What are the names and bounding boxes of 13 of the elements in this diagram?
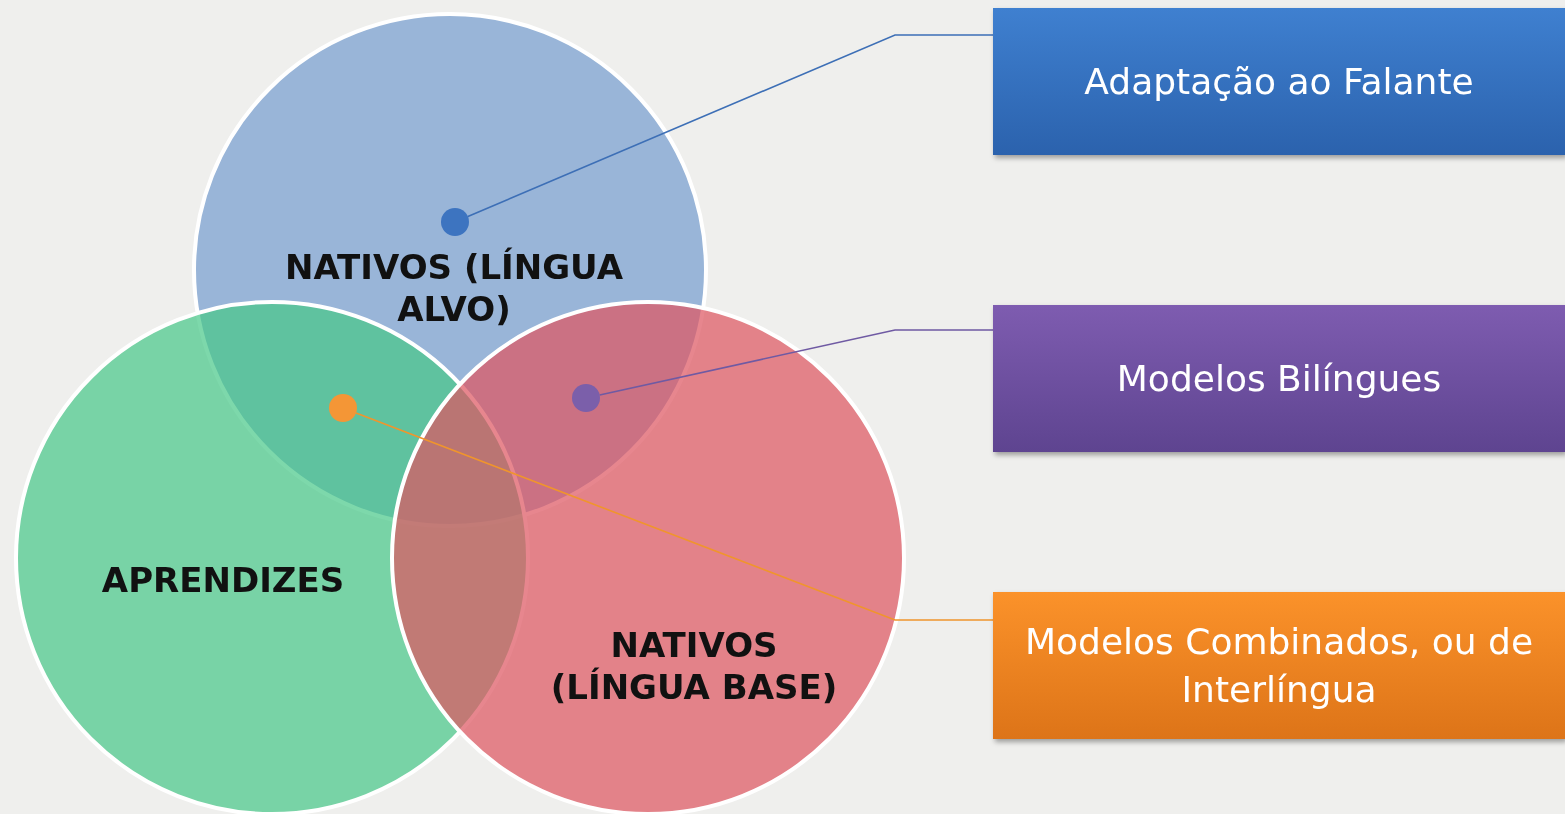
- leader-line: [355, 412, 994, 621]
- box-label: Modelos Bilíngues: [1115, 356, 1443, 401]
- leader-line: [598, 329, 994, 396]
- marker-dot: [441, 208, 469, 236]
- circle-label: APRENDIZES: [100, 559, 346, 601]
- category-box: [993, 8, 1565, 155]
- box-label: Adaptação ao Falante: [1083, 59, 1475, 104]
- box-label: Modelos Combinados, ou de Interlíngua: [1023, 619, 1535, 712]
- circle-label: NATIVOS (LÍNGUA ALVO): [284, 246, 624, 330]
- category-box: [993, 592, 1565, 739]
- circle-label: NATIVOS (LÍNGUA BASE): [549, 624, 839, 708]
- category-box: [993, 305, 1565, 452]
- leader-line: [467, 34, 994, 218]
